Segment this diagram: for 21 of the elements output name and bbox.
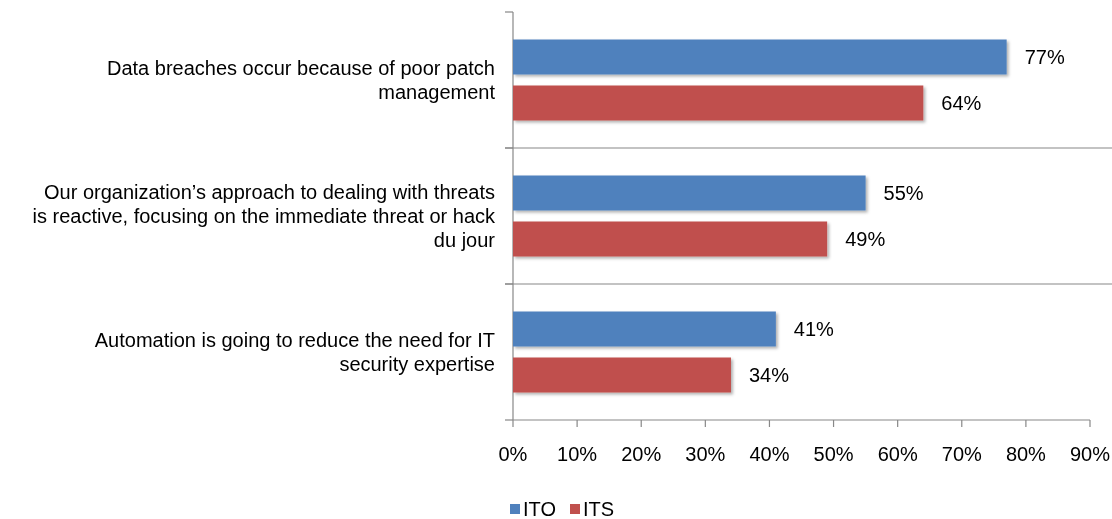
tick-label: 90%: [1070, 442, 1111, 466]
tick-label: 70%: [941, 442, 982, 466]
tick-label: 10%: [557, 442, 598, 466]
tick-label: 40%: [749, 442, 790, 466]
tick-label: 30%: [685, 442, 726, 466]
category-label: Data breaches occur because of poor patch management: [105, 56, 495, 104]
value-label: 49%: [845, 227, 886, 251]
tick-label: 60%: [877, 442, 918, 466]
category-label: Our organization’s approach to dealing with threats is reactive, focusing on the immediate threat or hack du jour: [31, 180, 495, 252]
tick-label: 50%: [813, 442, 854, 466]
value-label: 34%: [748, 363, 789, 387]
legend-label: ITO: [523, 497, 556, 519]
value-label: 77%: [1024, 45, 1065, 69]
tick-label: 20%: [621, 442, 662, 466]
value-label: 55%: [883, 181, 924, 205]
legend-label: ITS: [583, 497, 615, 519]
tick-label: 0%: [498, 442, 528, 466]
tick-label: 80%: [1005, 442, 1046, 466]
category-label: Automation is going to reduce the need for IT security expertise: [93, 328, 495, 376]
value-label: 41%: [793, 317, 834, 341]
value-label: 64%: [941, 91, 982, 115]
